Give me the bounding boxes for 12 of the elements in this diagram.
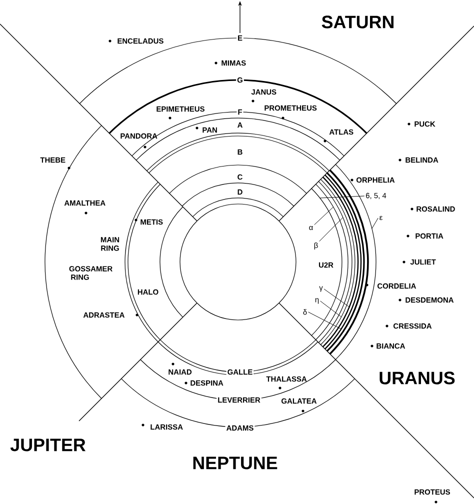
leader-line — [320, 196, 365, 198]
leader-line — [324, 288, 350, 308]
ring-arc — [311, 188, 342, 336]
planet-name: SATURN — [322, 16, 394, 28]
leader-line — [308, 312, 342, 330]
planet-name: NEPTUNE — [193, 456, 278, 470]
planet-name: URANUS — [380, 372, 455, 384]
planet-name: JUPITER — [10, 438, 86, 452]
leader-line — [372, 218, 378, 229]
leader-line — [319, 217, 344, 242]
leader-line — [314, 206, 334, 225]
leader-line — [320, 300, 342, 318]
